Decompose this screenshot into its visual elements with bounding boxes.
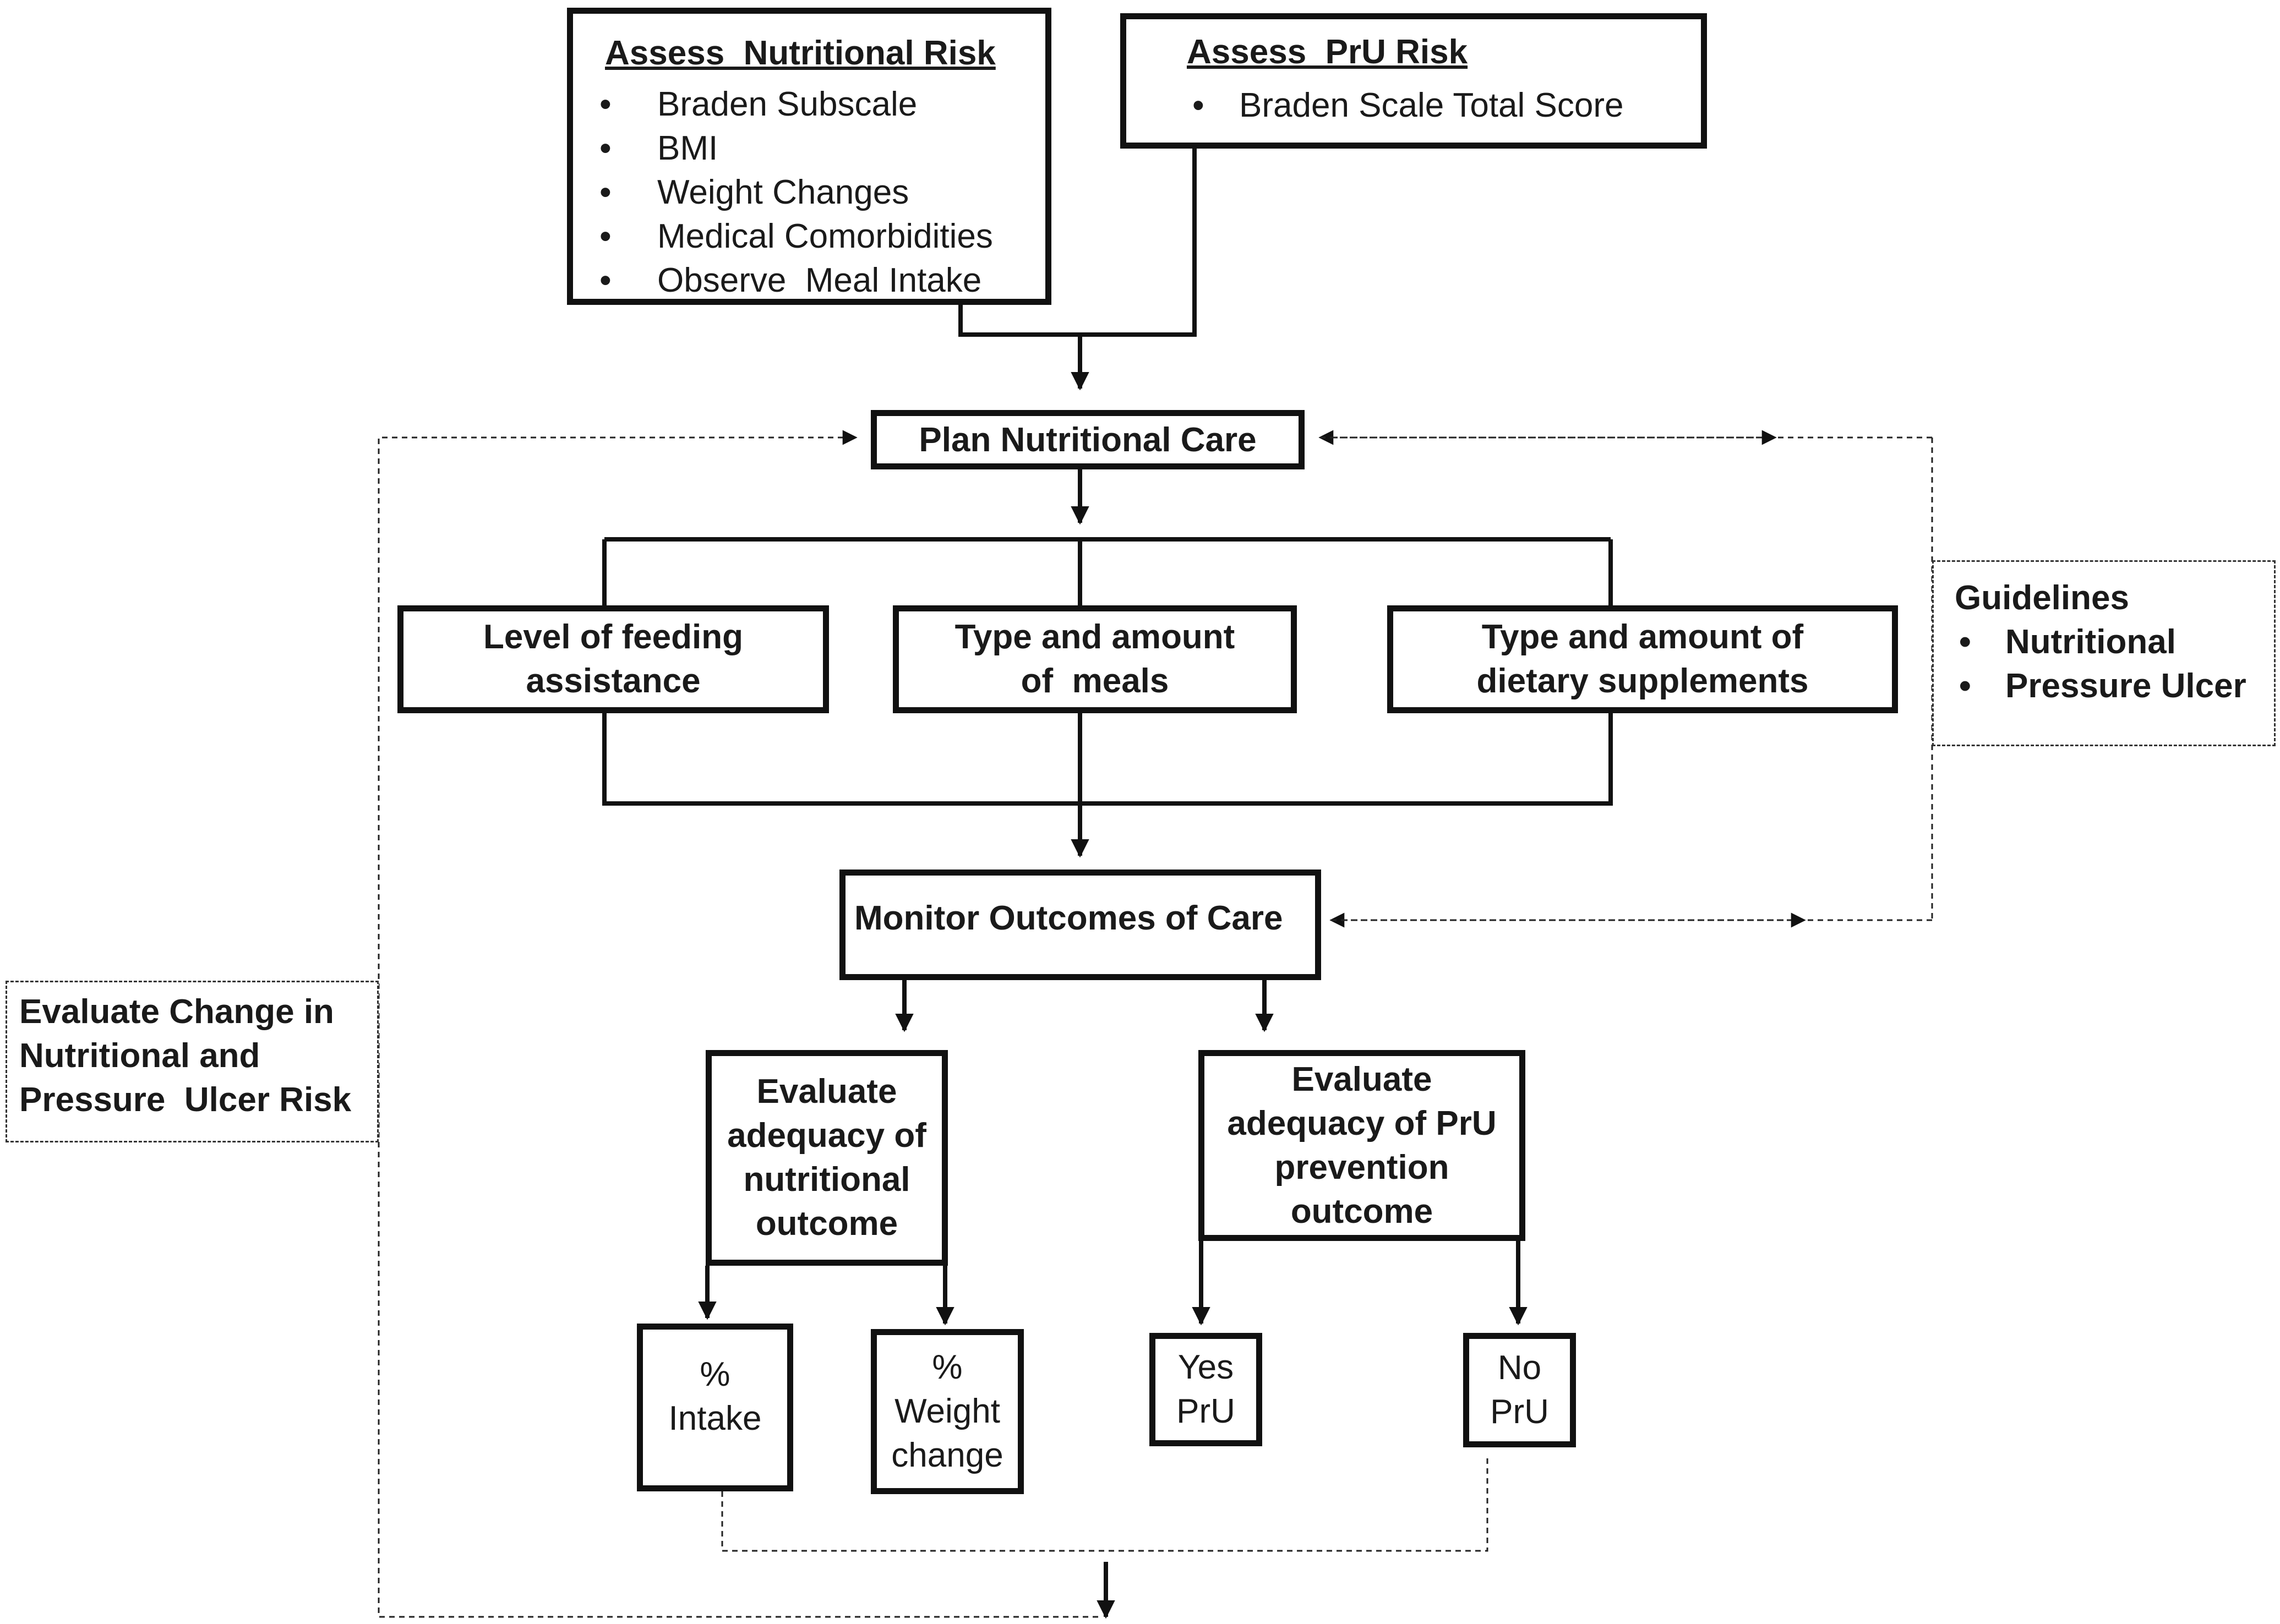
nutritional-risk-list: •Braden Subscale •BMI •Weight Changes •M…: [599, 83, 1045, 303]
evaluate-nutritional-box: Evaluate adequacy of nutritional outcome: [706, 1050, 948, 1266]
yes-pru-box: Yes PrU: [1149, 1333, 1262, 1446]
meals-box: Type and amount of meals: [893, 605, 1297, 713]
list-item: •Medical Comorbidities: [599, 217, 993, 255]
evaluate-change-box: Evaluate Change in Nutritional and Press…: [6, 981, 379, 1142]
guidelines-title: Guidelines: [1955, 579, 2129, 617]
assess-merge-line: [958, 149, 1197, 337]
plan-nutritional-care-label: Plan Nutritional Care: [919, 420, 1257, 459]
list-item: •Observe Meal Intake: [599, 261, 982, 299]
list-item: •Braden Subscale: [599, 85, 918, 123]
weight-change-box: % Weight change: [871, 1329, 1024, 1494]
monitor-outcomes-box: Monitor Outcomes of Care: [839, 870, 1321, 980]
assess-nutritional-risk-title: Assess Nutritional Risk: [605, 34, 996, 72]
feedback-loop-dashed: [378, 430, 1098, 1618]
evaluate-pru-box: Evaluate adequacy of PrU prevention outc…: [1198, 1050, 1525, 1241]
intake-box: % Intake: [637, 1324, 793, 1491]
outcomes-merge-dashed: [721, 1458, 1488, 1552]
guidelines-list: •Nutritional •Pressure Ulcer: [1955, 620, 2274, 708]
monitor-outcomes-label: Monitor Outcomes of Care: [854, 899, 1283, 937]
no-pru-box: No PrU: [1463, 1333, 1576, 1447]
list-item: •Weight Changes: [599, 173, 909, 211]
assess-pru-risk-box: Assess PrU Risk •Braden Scale Total Scor…: [1120, 13, 1707, 149]
list-item: •Nutritional: [1959, 623, 2176, 661]
list-item: •Braden Scale Total Score: [1192, 86, 1624, 124]
assess-pru-risk-title: Assess PrU Risk: [1187, 33, 1468, 71]
list-item: •BMI: [599, 129, 718, 167]
assess-nutritional-risk-box: Assess Nutritional Risk •Braden Subscale…: [567, 8, 1051, 305]
feeding-assistance-box: Level of feeding assistance: [397, 605, 829, 713]
pru-risk-list: •Braden Scale Total Score: [1192, 84, 1701, 128]
list-item: •Pressure Ulcer: [1959, 667, 2246, 705]
components-bottom-bus: [602, 713, 1613, 806]
guidelines-box: Guidelines •Nutritional •Pressure Ulcer: [1932, 560, 2276, 746]
supplements-box: Type and amount of dietary supplements: [1387, 605, 1898, 713]
plan-nutritional-care-box: Plan Nutritional Care: [871, 410, 1305, 469]
